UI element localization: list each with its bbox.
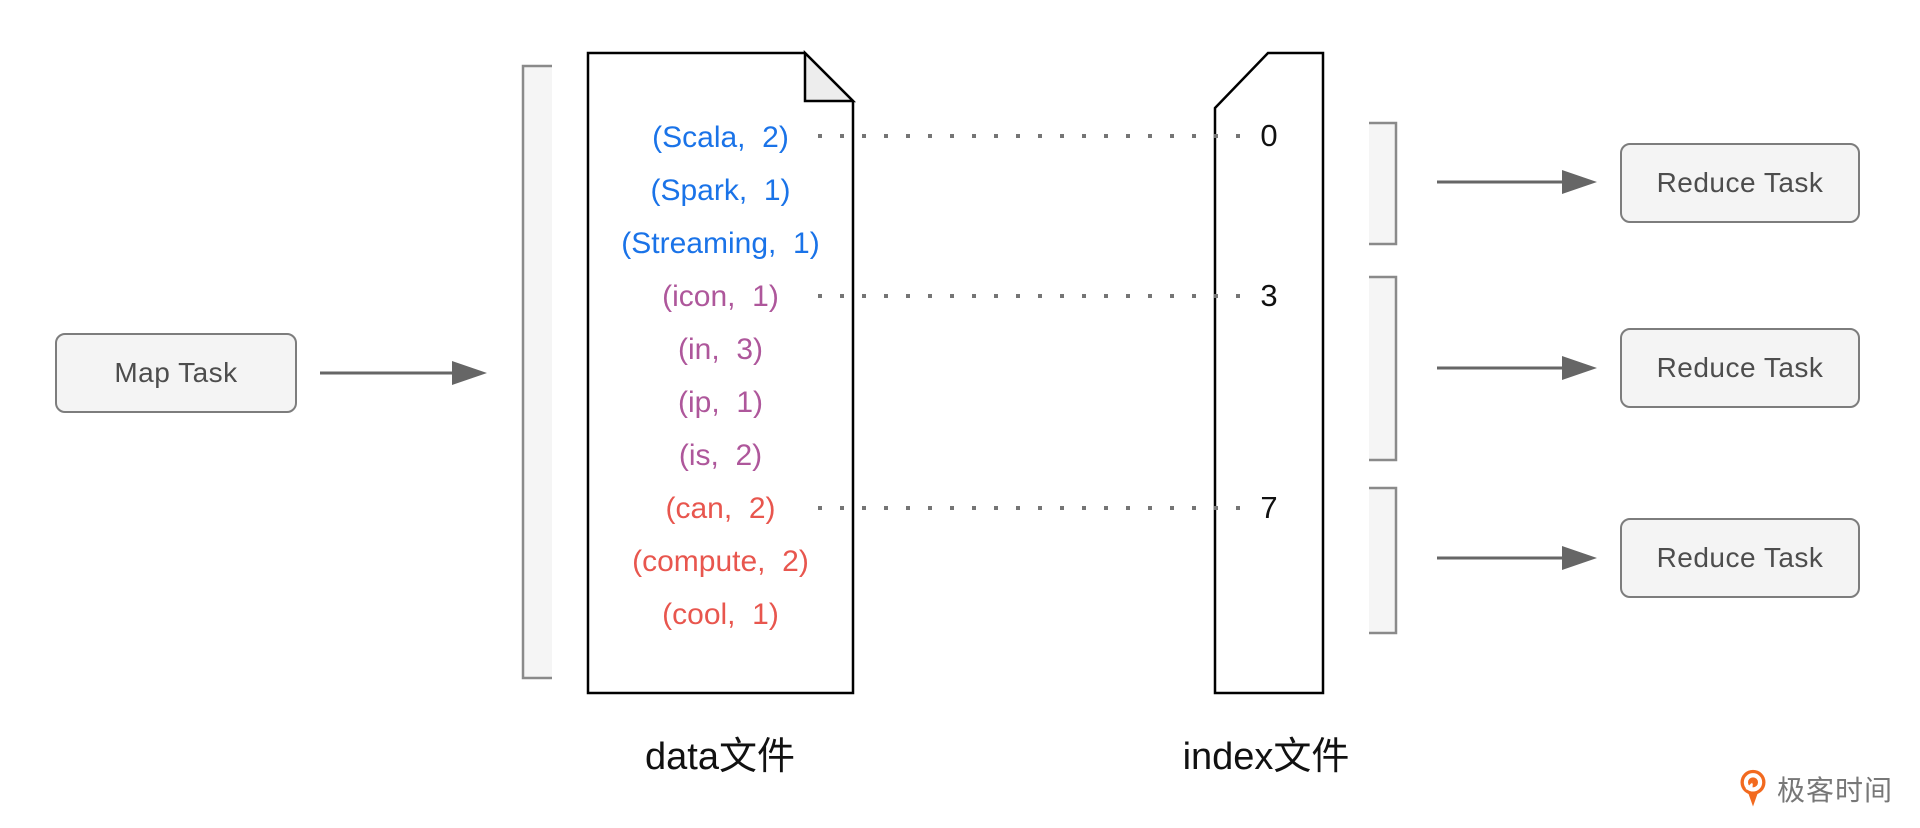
data-entry-in: (in, 3) [677, 332, 764, 366]
geektime-logo-text: 极客时间 [1777, 775, 1894, 806]
index-offset-value: 3 [1260, 278, 1278, 313]
index-file-caption: index文件 [1182, 736, 1350, 778]
data-entry-spark: (Spark, 1) [650, 173, 791, 207]
data-entry-ip: (ip, 1) [677, 385, 764, 419]
map-to-spill-arrow [320, 361, 487, 385]
index-offset-value: 7 [1260, 490, 1278, 525]
data-entry-can: (can, 2) [665, 491, 776, 525]
data-file-shape [586, 51, 855, 695]
data-entry-cool: (cool, 1) [662, 597, 779, 631]
data-entry-icon: (icon, 1) [662, 279, 779, 313]
geektime-pin-icon [1740, 769, 1766, 807]
reduce-task-label: Reduce Task [1656, 542, 1824, 573]
partition-bracket-1 [1369, 121, 1398, 246]
arrowhead-icon [1562, 356, 1597, 380]
partition-to-reduce-arrow-1 [1437, 170, 1597, 194]
reduce-task-box-2: Reduce Task [1620, 328, 1860, 408]
data-entry-is: (is, 2) [678, 438, 763, 472]
geektime-logo: 极客时间 [1738, 767, 1893, 811]
partition-bracket-3 [1369, 486, 1398, 635]
data-entry-streaming: (Streaming, 1) [621, 226, 820, 260]
data-entry-scala: (Scala, 2) [652, 120, 789, 154]
map-task-label: Map Task [114, 357, 238, 388]
arrowhead-icon [1562, 170, 1597, 194]
reduce-task-label: Reduce Task [1656, 167, 1824, 198]
arrowhead-icon [452, 361, 487, 385]
reduce-task-box-3: Reduce Task [1620, 518, 1860, 598]
reduce-task-label: Reduce Task [1656, 352, 1824, 383]
arrowhead-icon [1562, 546, 1597, 570]
data-file-fold-corner [803, 49, 857, 103]
data-file-caption: data文件 [645, 736, 795, 778]
index-offset-value: 0 [1260, 118, 1278, 153]
partition-to-reduce-arrow-2 [1437, 356, 1597, 380]
index-file-shape [1213, 51, 1325, 695]
reduce-task-box-1: Reduce Task [1620, 143, 1860, 223]
data-entry-compute: (compute, 2) [632, 544, 809, 578]
partition-bracket-2 [1369, 275, 1398, 462]
spill-bracket [521, 64, 552, 680]
map-task-box: Map Task [55, 333, 297, 413]
partition-to-reduce-arrow-3 [1437, 546, 1597, 570]
